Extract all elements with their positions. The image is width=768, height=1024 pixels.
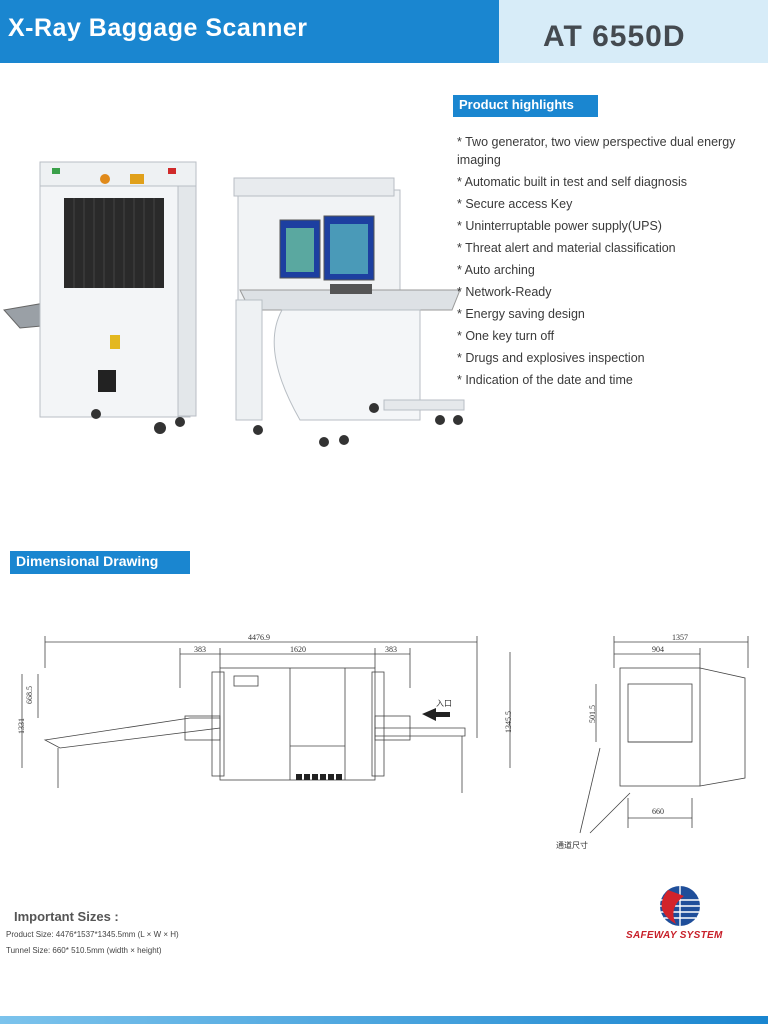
list-item: * Secure access Key [457,197,573,211]
list-item: * Energy saving design [457,307,585,321]
dim-total-length: 4476.9 [248,633,270,642]
header-model-panel [499,0,768,63]
list-item: * One key turn off [457,329,555,343]
list-item: * Indication of the date and time [457,373,633,387]
list-item: * Auto arching [457,263,535,277]
highlights-list: * Two generator, two view perspective du… [457,133,762,393]
list-item: * Automatic built in test and self diagn… [457,175,687,189]
scanner-product-image [3,161,465,447]
tunnel-size: Tunnel Size: 660* 510.5mm (width × heigh… [6,946,162,955]
product-size: Product Size: 4476*1537*1345.5mm (L × W … [6,930,179,939]
dimensional-drawing: 4476.9 383 1620 383 1331 668.5 1345.5 入口… [17,633,749,850]
footer-bar [0,1016,768,1024]
list-item: * Drugs and explosives inspection [457,351,645,365]
safeway-globe-logo [660,886,700,926]
dim-height-total: 1331 [17,718,26,734]
logo-text: SAFEWAY SYSTEM [626,930,723,941]
dim-right-seg: 383 [385,645,397,654]
list-item: * Uninterruptable power supply(UPS) [457,219,662,233]
dim-height-inner: 668.5 [25,686,34,704]
dim-left-seg: 383 [194,645,206,654]
dim-mid-seg: 1620 [290,645,306,654]
list-item: * Threat alert and material classificati… [457,241,676,255]
dim-front-width: 1357 [672,633,688,642]
list-item: * Network-Ready [457,285,552,299]
highlights-heading: Product highlights [453,95,598,117]
model-number: AT 6550D [543,20,686,53]
dim-tunnel-height: 501.5 [588,705,597,723]
page-title: X-Ray Baggage Scanner [8,14,308,42]
important-sizes-heading: Important Sizes : [14,909,119,924]
header-banner [0,0,499,63]
entry-label: 入口 [436,699,452,708]
dim-tunnel-width: 660 [652,807,664,816]
list-item: * Two generator, two view perspective du… [457,135,736,167]
dim-front-inner: 904 [652,645,664,654]
dim-height-right: 1345.5 [504,711,513,733]
tunnel-size-label: 通道尺寸 [556,840,588,850]
dimensional-drawing-heading: Dimensional Drawing [10,551,190,574]
